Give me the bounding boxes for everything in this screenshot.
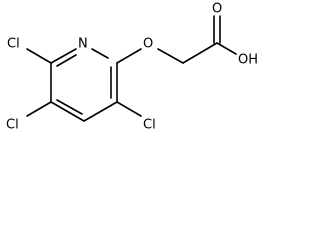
bond-c2-o [116, 48, 142, 64]
bond-c6-n1 [50, 48, 77, 64]
bond-c5-cl [26, 101, 52, 117]
chlorine-label-c6: Cl [7, 37, 20, 52]
ether-oxygen-label: O [143, 37, 153, 52]
bond-o-ch2 [157, 48, 184, 64]
chlorine-label-c3: Cl [143, 118, 156, 133]
atom-labels: Cl N O O OH Cl Cl [6, 2, 258, 133]
bond-c6-cl [26, 48, 52, 64]
double-bond-c6-n1 [56, 54, 77, 67]
structure-diagram: Cl N O O OH Cl Cl [6, 2, 258, 133]
substituent-bonds [26, 15, 237, 117]
bond-c-oh [216, 42, 237, 55]
hydroxyl-label: OH [238, 53, 258, 68]
bond-n1-c2 [91, 48, 109, 59]
carbonyl-oxygen-label: O [212, 2, 222, 17]
bond-ch2-c [182, 42, 218, 64]
bond-c4-c5 [50, 101, 85, 122]
chlorine-label-c5: Cl [6, 118, 19, 133]
bond-c3-cl [116, 101, 142, 117]
pyridine-ring [50, 48, 118, 122]
bond-c3-c4 [83, 101, 118, 122]
double-bond-c4-c5 [56, 99, 83, 115]
nitrogen-label: N [78, 37, 88, 52]
